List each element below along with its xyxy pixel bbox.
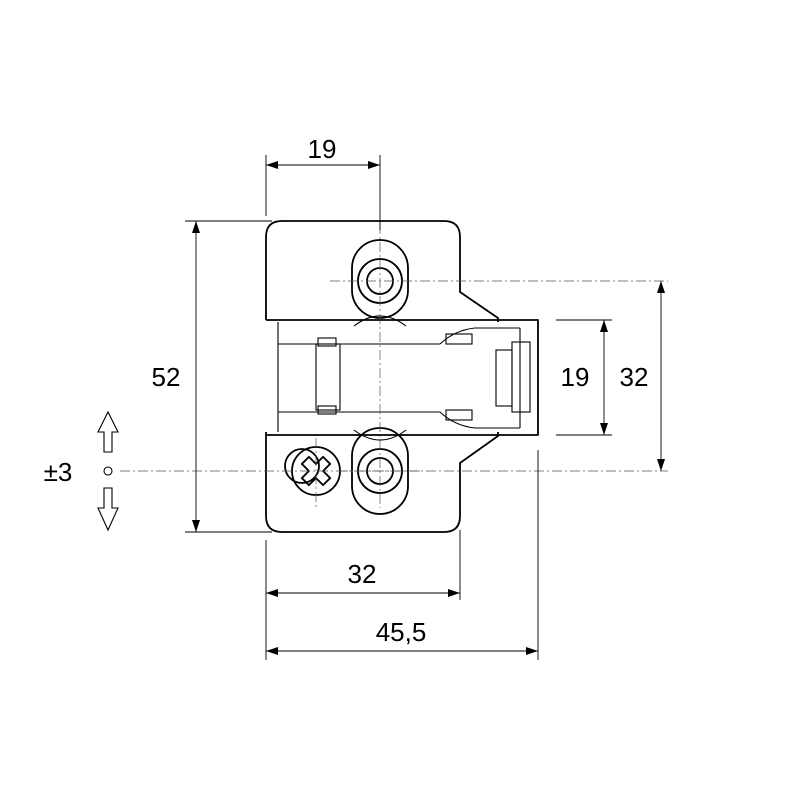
adjustment-symbol: [97, 410, 119, 532]
center-lines: [120, 224, 668, 508]
dim-overall-width: 45,5: [376, 617, 427, 647]
dim-adjustment: ±3: [44, 457, 73, 487]
dim-horizontal-spacing: 32: [348, 559, 377, 589]
dim-top-width: 19: [308, 134, 337, 164]
adjust-center-icon: [103, 466, 113, 476]
extension-lines: [185, 155, 612, 660]
dim-vertical-spacing: 32: [620, 362, 649, 392]
mounting-plate: [265, 220, 539, 533]
adjust-up-arrow-icon: [97, 410, 119, 453]
dimension-lines: [192, 161, 665, 655]
adjust-down-arrow-icon: [97, 487, 119, 532]
dim-slot-height: 19: [561, 362, 590, 392]
dim-overall-height: 52: [152, 362, 181, 392]
